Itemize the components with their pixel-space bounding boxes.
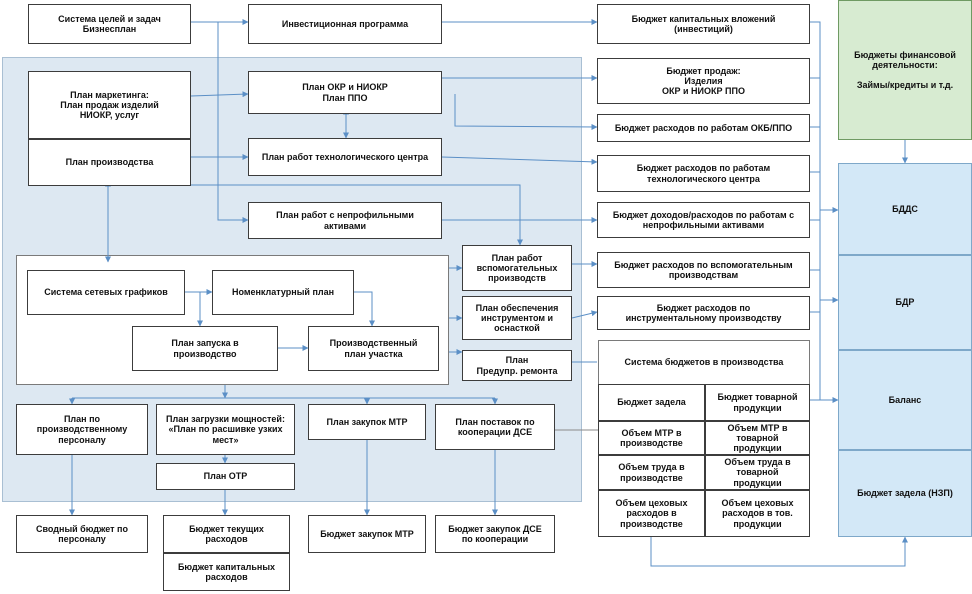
aux-budget-box: Бюджет расходов по вспомогательным произ… <box>597 252 810 288</box>
okr-plan-box: План ОКР и НИОКР План ППО <box>248 71 442 114</box>
labor-goods-box: Объем труда в товарной продукции <box>705 455 810 490</box>
mtr-volume-goods-box: Объем МТР в товарной продукции <box>705 421 810 455</box>
shop-prod-box: Объем цеховых расходов в производстве <box>598 490 705 537</box>
coop-plan-box: План поставок по кооперации ДСЕ <box>435 404 555 450</box>
marketing-plan-box: План маркетинга: План продаж изделий НИО… <box>28 71 191 139</box>
goals-box: Система целей и задач Бизнесплан <box>28 4 191 44</box>
invest-program-box: Инвестиционная программа <box>248 4 442 44</box>
otr-plan-box: План ОТР <box>156 463 295 490</box>
repair-plan-box: План Предупр. ремонта <box>462 350 572 381</box>
capacity-plan-box: План загрузки мощностей: «План по расшив… <box>156 404 295 455</box>
sales-budget-box: Бюджет продаж: Изделия ОКР и НИОКР ППО <box>597 58 810 104</box>
tool-plan-box: План обеспечения инструментом и оснастко… <box>462 296 572 340</box>
mtr-purchase-plan-box: План закупок МТР <box>308 404 426 440</box>
shop-goods-box: Объем цеховых расходов в тов. продукции <box>705 490 810 537</box>
labor-prod-box: Объем труда в производстве <box>598 455 705 490</box>
tech-center-plan-box: План работ технологического центра <box>248 138 442 176</box>
wip-nzp-box: Бюджет задела (НЗП) <box>838 450 972 537</box>
staff-plan-box: План по производственному персоналу <box>16 404 148 455</box>
prod-budget-system-title: Система бюджетов в производства <box>624 356 784 367</box>
wip-budget-box: Бюджет задела <box>598 384 705 421</box>
dse-budget-box: Бюджет закупок ДСЕ по кооперации <box>435 515 555 553</box>
capital-costs-budget-box: Бюджет капитальных расходов <box>163 553 290 591</box>
goods-budget-box: Бюджет товарной продукции <box>705 384 810 421</box>
nonprofile-budget-box: Бюджет доходов/расходов по работам с неп… <box>597 202 810 238</box>
launch-plan-box: План запуска в производство <box>132 326 278 371</box>
nonprofile-plan-box: План работ с непрофильными активами <box>248 202 442 239</box>
capex-budget-box: Бюджет капитальных вложений (инвестиций) <box>597 4 810 44</box>
tool-budget-box: Бюджет расходов по инструментальному про… <box>597 296 810 330</box>
tech-center-budget-box: Бюджет расходов по работам технологическ… <box>597 155 810 192</box>
bdds-box: БДДС <box>838 163 972 255</box>
okb-budget-box: Бюджет расходов по работам ОКБ/ППО <box>597 114 810 142</box>
fin-budgets-box: Бюджеты финансовой деятельности: Займы/к… <box>838 0 972 140</box>
current-costs-budget-box: Бюджет текущих расходов <box>163 515 290 553</box>
nomenclature-plan-box: Номенклатурный план <box>212 270 354 315</box>
production-plan-box: План производства <box>28 139 191 186</box>
bdr-box: БДР <box>838 255 972 350</box>
staff-budget-box: Сводный бюджет по персоналу <box>16 515 148 553</box>
mtr-budget-box: Бюджет закупок МТР <box>308 515 426 553</box>
mtr-volume-prod-box: Объем МТР в производстве <box>598 421 705 455</box>
balance-box: Баланс <box>838 350 972 450</box>
aux-plan-box: План работ вспомогательных производств <box>462 245 572 291</box>
section-plan-box: Производственный план участка <box>308 326 439 371</box>
network-schedules-box: Система сетевых графиков <box>27 270 185 315</box>
